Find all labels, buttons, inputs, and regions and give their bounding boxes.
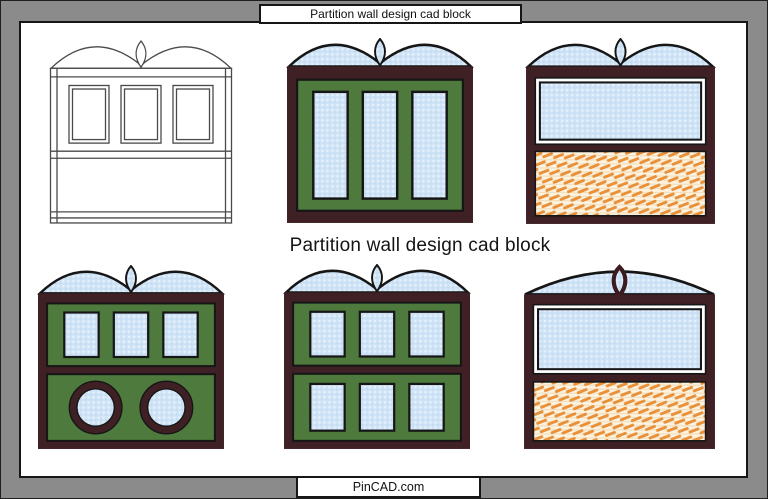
sheet-title-box: Partition wall design cad block — [259, 4, 522, 24]
partition-design-portholes — [37, 265, 225, 451]
finial-leaf — [125, 265, 137, 295]
finial-diamond — [611, 264, 628, 299]
window-frames — [68, 84, 214, 144]
partition-design-outline — [48, 40, 234, 226]
glass-panel — [534, 77, 707, 146]
finial-leaf — [614, 38, 627, 68]
partition-design-six-windows — [283, 264, 471, 451]
arch-top — [286, 38, 474, 68]
sheet-title: Partition wall design cad block — [310, 7, 471, 21]
glass-windows-top — [309, 310, 445, 358]
watermark-box: PinCAD.com — [296, 476, 481, 498]
glass-panels — [312, 90, 448, 200]
round-windows — [68, 380, 194, 435]
arch-top — [525, 38, 716, 68]
wicker-panel — [534, 150, 707, 217]
finial-leaf — [371, 264, 383, 294]
arch-top — [524, 264, 715, 299]
arch-top — [283, 264, 471, 294]
wicker-panel — [532, 381, 707, 442]
partition-design-glass-wicker — [525, 38, 716, 226]
glass-windows — [63, 311, 199, 359]
finial-leaf — [374, 38, 386, 68]
glass-panel — [532, 303, 707, 375]
arch-top — [37, 265, 225, 295]
watermark-text: PinCAD.com — [352, 480, 425, 494]
finial-leaf — [135, 40, 147, 69]
wall-body — [49, 67, 233, 224]
glass-windows-bottom — [309, 382, 445, 432]
arch-top — [49, 40, 233, 69]
center-heading: Partition wall design cad block — [289, 235, 551, 256]
partition-design-vertical-panels — [286, 38, 474, 225]
partition-design-wide-arch — [523, 264, 716, 451]
drawing-area: Partition wall design cad block — [19, 21, 748, 478]
